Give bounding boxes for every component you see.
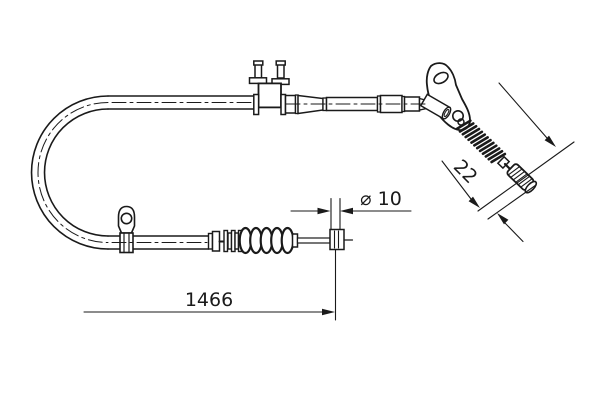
stud-right	[276, 63, 285, 79]
dimension-end-fitting-label: 22	[449, 155, 482, 188]
arrowhead-right-icon	[317, 207, 331, 215]
clamp-block	[257, 82, 282, 109]
arrowhead-down-right-icon	[544, 135, 556, 147]
bracket-hole	[120, 212, 133, 225]
oval-hole	[433, 71, 449, 85]
dimension-length	[83, 249, 337, 321]
dimension-diameter-label: ⌀ 10	[360, 188, 402, 210]
adjuster-and-bellows	[207, 226, 354, 255]
pointer-line	[498, 82, 548, 139]
bottom-mount-bracket	[117, 205, 136, 254]
stud-left	[254, 63, 263, 79]
inner-cable-rod	[296, 237, 331, 244]
bellows-boot	[238, 226, 295, 255]
cable-outer-housing	[30, 95, 255, 250]
arrowhead-down-right-icon	[468, 196, 480, 208]
centerlines	[37, 102, 429, 243]
arrowhead-up-left-icon	[497, 213, 509, 225]
top-mount-bracket	[248, 60, 290, 116]
cable-end-fitting	[329, 228, 345, 251]
dimension-diameter	[290, 197, 412, 231]
tilted-ferrule	[419, 93, 452, 120]
arrowhead-left-icon	[340, 207, 353, 215]
arrowhead-right-icon	[322, 308, 335, 316]
dimension-length-label: 1466	[185, 289, 233, 311]
upper-cable-segments	[284, 94, 432, 115]
dimension-end-fitting	[441, 82, 575, 243]
barrel-end-fitting	[506, 163, 538, 194]
